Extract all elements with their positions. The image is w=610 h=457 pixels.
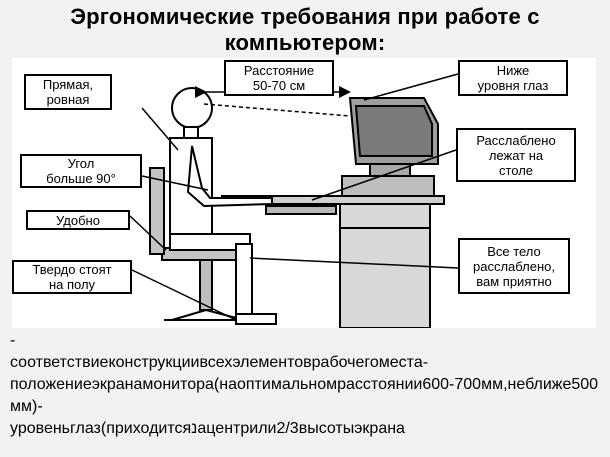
chair-post xyxy=(199,259,213,311)
person-head xyxy=(171,87,213,129)
person-lower-leg xyxy=(235,243,253,319)
workstation-illustration xyxy=(129,73,459,328)
pointer-eye-level xyxy=(363,73,459,101)
requirements-text: - соответствиеконструкциивсехэлементовра… xyxy=(10,332,599,437)
pointer-posture xyxy=(141,107,179,151)
monitor-base xyxy=(341,175,435,197)
ergonomics-diagram: Прямая, ровная Расстояние 50-70 см Ниже … xyxy=(12,58,596,328)
callout-relaxed-hands: Расслаблено лежат на столе xyxy=(456,128,576,182)
pointer-angle xyxy=(141,175,209,191)
slide-title-line-2: компьютером: xyxy=(224,30,386,55)
callout-body-relaxed: Все тело расслаблено, вам приятно xyxy=(458,238,570,294)
person-thigh xyxy=(169,233,251,251)
slide-title-line-1: Эргономические требования при работе с xyxy=(70,4,540,29)
callout-posture: Прямая, ровная xyxy=(24,74,112,110)
chair-back xyxy=(149,167,165,255)
slide-title: Эргономические требования при работе с к… xyxy=(0,4,610,56)
callout-eye-level: Ниже уровня глаз xyxy=(458,60,568,96)
callout-angle: Угол больше 90° xyxy=(20,154,142,188)
keyboard xyxy=(265,205,337,215)
callout-distance: Расстояние 50-70 см xyxy=(224,60,334,96)
person-foot xyxy=(235,313,277,325)
pointer-hands xyxy=(311,149,457,201)
pointer-comfortable xyxy=(129,215,167,251)
pointer-feet xyxy=(131,269,237,321)
pointer-body xyxy=(249,257,459,269)
sight-line xyxy=(203,103,351,117)
callout-feet: Твердо стоят на полу xyxy=(12,260,132,294)
callout-comfortable: Удобно xyxy=(26,210,130,230)
